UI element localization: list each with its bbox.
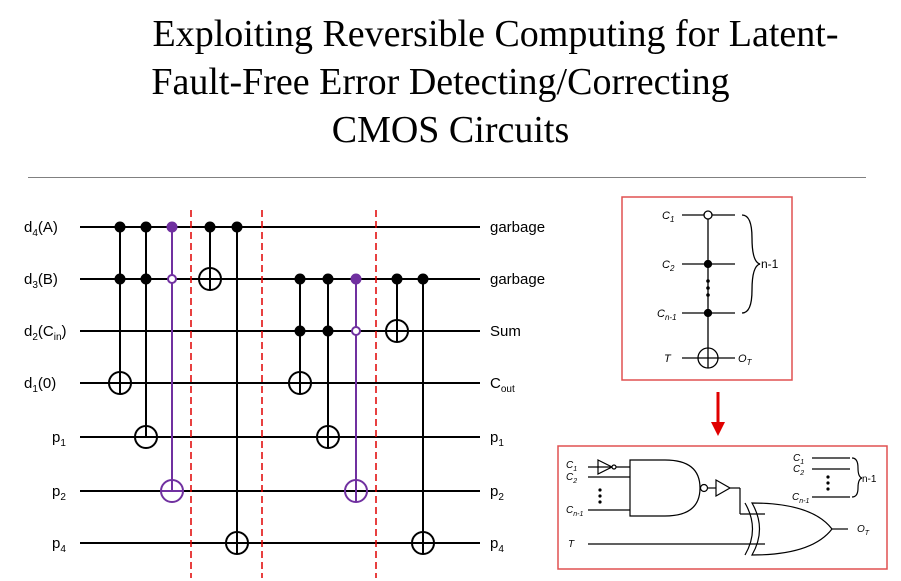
cmos-box: C1 C2 Cn-1 T OT C1 C2 Cn-1 n-1 [557, 445, 888, 570]
gate-9-target [385, 319, 409, 343]
gate-10-control [417, 273, 429, 285]
input-label-p1: p1 [52, 429, 66, 449]
gate-2-control [140, 273, 152, 285]
output-label-cout: Cout [490, 375, 515, 395]
output-label-garbage-1: garbage [490, 219, 545, 236]
gate-3 [160, 221, 184, 503]
output-label-sum: Sum [490, 323, 521, 340]
title-line-3: CMOS Circuits [331, 109, 570, 151]
gate-4-control [204, 221, 216, 233]
cmos-group-label-c2: C2 [793, 464, 804, 477]
cmos-group-label-c1: C1 [793, 453, 804, 466]
toffoli-label-ot: OT [738, 353, 753, 367]
gate-6-control [294, 273, 306, 285]
output-label-p2: p2 [490, 483, 504, 503]
toffoli-box-border [621, 196, 793, 381]
input-labels: d4(A) d3(B) d2(Cin) d1(0) p1 p2 p4 [24, 219, 67, 555]
toffoli-group-label: n-1 [761, 257, 779, 271]
toffoli-dots [706, 279, 710, 297]
gate-4-target [198, 267, 222, 291]
toffoli-box: C1 C2 Cn-1 T OT n-1 [621, 196, 793, 381]
cmos-label-c2: C2 [566, 472, 577, 485]
title-divider [28, 177, 866, 178]
gate-9-control [391, 273, 403, 285]
cmos-label-t: T [568, 539, 575, 550]
gate-1-control [114, 221, 126, 233]
toffoli-label-c1: C1 [662, 210, 674, 224]
cmos-dots [598, 475, 830, 504]
input-label-d2: d2(Cin) [24, 323, 67, 343]
cmos-group-count: n-1 [862, 474, 877, 485]
transform-arrow [711, 392, 725, 436]
gate-2-target [134, 425, 158, 449]
input-label-d1: d1(0) [24, 375, 56, 395]
gate-5-control [231, 221, 243, 233]
cmos-label-c1: C1 [566, 460, 577, 473]
output-label-garbage-2: garbage [490, 271, 545, 288]
input-label-d3: d3(B) [24, 271, 58, 291]
cmos-label-ot: OT [857, 524, 870, 537]
circuit [80, 221, 480, 555]
toffoli-label-t: T [664, 353, 672, 365]
title-line-2: Fault-Free Error Detecting/Correcting [151, 61, 730, 103]
gate-10-target [411, 531, 435, 555]
gate-1-control [114, 273, 126, 285]
cmos-box-border [557, 445, 888, 570]
gate-6-control [294, 325, 306, 337]
input-label-p2: p2 [52, 483, 66, 503]
output-labels: garbage garbage Sum Cout p1 p2 p4 [490, 219, 545, 555]
gate-8 [344, 273, 368, 503]
toffoli-label-cn1: Cn-1 [657, 308, 677, 322]
gate-7-target [316, 425, 340, 449]
gate-6-target [288, 371, 312, 395]
slide-title: Exploiting Reversible Computing for Late… [0, 10, 901, 154]
gate-7-control [322, 273, 334, 285]
toffoli-label-c2: C2 [662, 259, 675, 273]
cmos-group-label-cn1: Cn-1 [792, 492, 809, 505]
output-label-p4: p4 [490, 535, 504, 555]
output-label-p1: p1 [490, 429, 504, 449]
gate-7-control [322, 325, 334, 337]
cmos-label-cn1: Cn-1 [566, 505, 583, 518]
gate-2-control [140, 221, 152, 233]
input-label-p4: p4 [52, 535, 66, 555]
input-label-d4: d4(A) [24, 219, 58, 239]
title-line-1: Exploiting Reversible Computing for Late… [152, 13, 839, 55]
stage-dividers [190, 210, 377, 578]
